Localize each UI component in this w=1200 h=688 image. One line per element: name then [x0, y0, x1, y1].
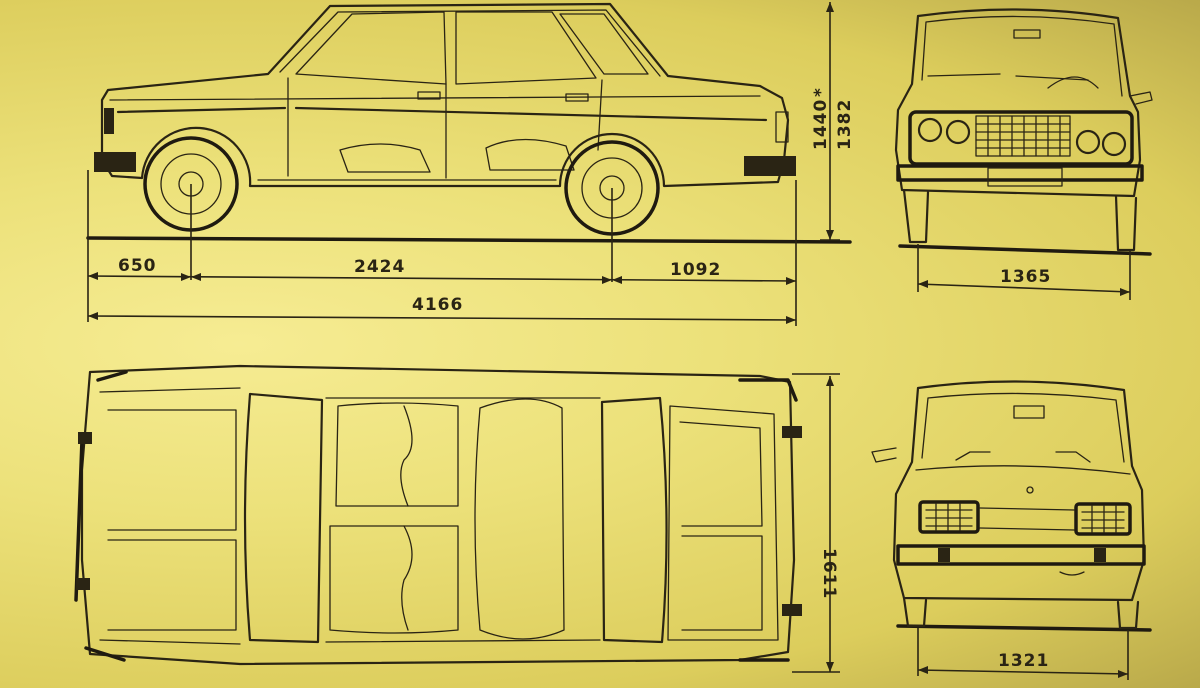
top-seat-front-right [329, 525, 459, 634]
top-rear-window [600, 396, 668, 644]
rear-track-label: 1321 [998, 651, 1049, 671]
rear-door-handle [565, 93, 589, 102]
overall-width-label: 1611 [819, 548, 839, 599]
rear-interior-mirror [1013, 405, 1045, 419]
wiper-blades [927, 73, 1089, 81]
top-bumpers [74, 378, 798, 662]
height-unloaded-label: 1382 [835, 99, 855, 150]
headlight [104, 108, 114, 134]
headlight-right-inner [1075, 129, 1101, 155]
side-mirror-left [871, 447, 897, 463]
top-headlamp-left [78, 432, 92, 444]
top-body-outline [80, 364, 796, 666]
top-trunk-lid [667, 405, 779, 641]
overall-length-label: 4166 [412, 295, 463, 315]
headlight-left-inner [945, 119, 971, 145]
belt-line [109, 95, 761, 101]
rear-seat [485, 138, 575, 171]
top-trunk-panels [679, 421, 763, 631]
rear-panel-trim [979, 507, 1075, 531]
height-loaded-label: 1440 [811, 99, 831, 150]
top-headlamp-right [76, 578, 90, 590]
side-view [86, 2, 852, 282]
rear-overhang-label: 1092 [670, 260, 721, 280]
door-seams [287, 77, 603, 179]
top-tail-lamp-right [782, 604, 802, 616]
steering-wheel [1047, 76, 1099, 89]
front-fascia [908, 110, 1134, 166]
rear-track-line [917, 669, 1129, 675]
rear-bumper [744, 156, 796, 176]
height-dimension: 1440 * 1382 [811, 2, 855, 241]
side-body-outline [100, 2, 790, 188]
top-tail-lamp-left [782, 426, 802, 438]
top-seat-seams [400, 405, 413, 631]
front-track-line [917, 283, 1131, 293]
tail-light-left [918, 500, 980, 534]
front-license-plate [987, 167, 1063, 187]
rear-door-window [455, 11, 597, 85]
height-asterisk: * [811, 87, 831, 97]
rear-headrests [955, 451, 1091, 463]
front-door-window [295, 11, 447, 85]
front-body-outline [894, 8, 1142, 198]
rear-tires [902, 596, 1140, 630]
rear-view-mirror [1013, 29, 1041, 39]
trunk-lid-edge [915, 465, 1131, 475]
side-mirror-right [1129, 91, 1153, 105]
front-overhang-label: 650 [118, 256, 157, 276]
top-roof-edges [325, 397, 601, 643]
rear-bumper-rv [896, 544, 1146, 566]
hood-panels [107, 409, 237, 631]
front-bumper-fv [896, 164, 1144, 182]
trunk-lock [1026, 486, 1034, 494]
rear-body-outline [892, 380, 1146, 602]
hood-edges [99, 387, 241, 645]
windshield [921, 15, 1123, 97]
tail-light [775, 111, 789, 143]
top-windshield [243, 392, 324, 644]
headlight-right-outer [1101, 131, 1127, 157]
width-dimension: 1611 [792, 373, 840, 673]
front-seat [339, 143, 431, 173]
top-rear-seat [474, 398, 565, 640]
grille [975, 115, 1071, 157]
rear-window [921, 392, 1125, 463]
front-door-handle [417, 91, 441, 100]
front-bumper [94, 152, 136, 172]
tail-light-right [1074, 502, 1132, 536]
front-track-label: 1365 [1000, 267, 1051, 287]
rear-ground-line [896, 624, 1152, 632]
rear-quarter-window [559, 13, 649, 75]
side-ground-line [86, 236, 852, 244]
side-trim [116, 106, 768, 122]
rear-view: 1321 [871, 380, 1152, 680]
front-view: 1365 [894, 8, 1153, 300]
length-dimensions: 650 2424 1092 4166 [87, 170, 797, 326]
wheelbase-label: 2424 [354, 257, 405, 277]
exhaust [1059, 571, 1085, 576]
top-seat-front-left [335, 402, 459, 507]
headlight-left-outer [917, 117, 943, 143]
top-view [74, 364, 802, 666]
top-front-corners [84, 370, 128, 662]
side-roof-line [279, 9, 661, 77]
front-ground-line [898, 244, 1152, 256]
front-tires [902, 188, 1138, 252]
